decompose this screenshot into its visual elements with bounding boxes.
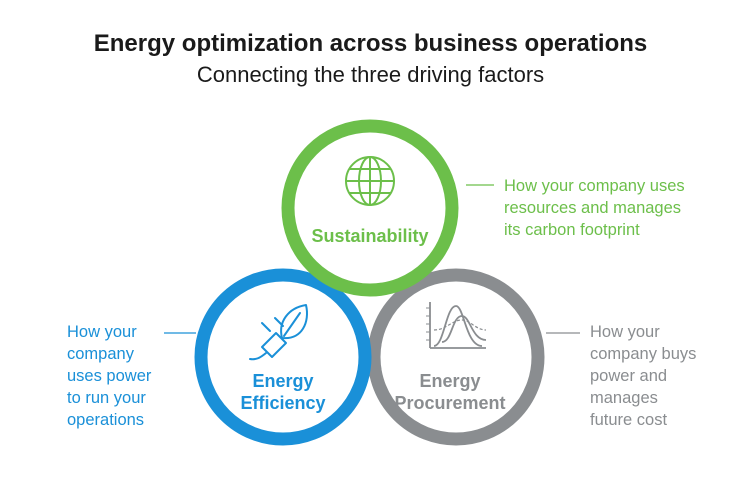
circle-efficiency <box>194 268 372 446</box>
globe-icon <box>345 156 395 206</box>
description-line: to run your <box>67 389 146 407</box>
label-energy-efficiency: Energy Efficiency <box>208 370 358 414</box>
label-line: Energy <box>419 371 481 391</box>
description-line: How your <box>67 323 137 341</box>
label-sustainability: Sustainability <box>311 226 429 246</box>
description-line: power and <box>590 367 668 385</box>
description-sustainability: How your company uses resources and mana… <box>504 175 685 241</box>
circle-sustainability <box>281 119 459 297</box>
description-line: uses power <box>67 367 152 385</box>
description-line: future cost <box>590 411 668 429</box>
label-energy-procurement: Energy Procurement <box>370 370 530 414</box>
description-line: its carbon footprint <box>504 221 640 239</box>
label-line: Efficiency <box>240 393 326 413</box>
diagram-subtitle: Connecting the three driving factors <box>196 62 545 87</box>
diagram-title: Energy optimization across business oper… <box>93 30 648 57</box>
description-energy-procurement: How your company buys power and manages … <box>590 321 696 431</box>
circle-procurement <box>367 268 545 446</box>
description-energy-efficiency: How your company uses power to run your … <box>67 321 151 431</box>
leaf-plug-icon <box>249 304 308 361</box>
price-curves-icon <box>426 302 487 349</box>
label-line: Energy <box>252 371 314 391</box>
description-line: company <box>67 345 134 363</box>
description-line: operations <box>67 411 145 429</box>
description-line: How your company uses <box>504 177 685 195</box>
description-line: resources and manages <box>504 199 682 217</box>
description-line: manages <box>590 389 658 407</box>
label-line: Procurement <box>394 393 506 413</box>
description-line: How your <box>590 323 660 341</box>
description-line: company buys <box>590 345 697 363</box>
